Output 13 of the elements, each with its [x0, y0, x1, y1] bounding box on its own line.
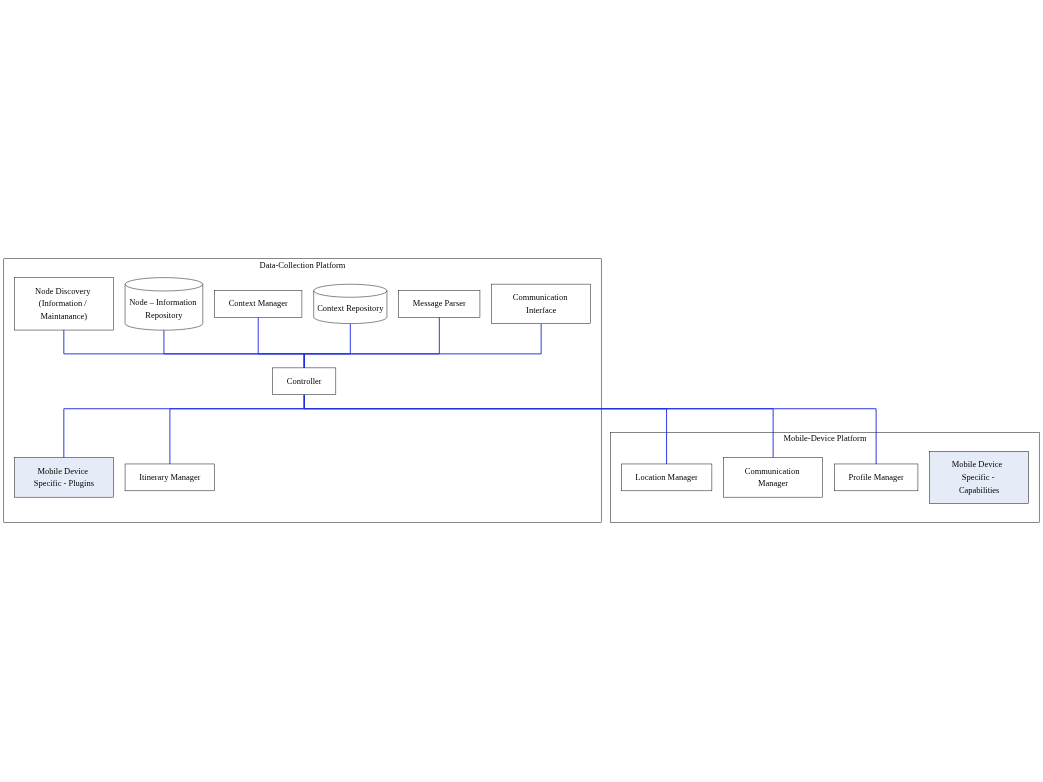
node-box: Profile Manager — [834, 464, 919, 492]
node-box: Node Discovery (Information / Maintanance) — [14, 277, 114, 331]
node-box: Itinerary Manager — [124, 464, 215, 492]
node-box: Mobile Device Specific - Capabilities — [929, 451, 1029, 505]
node-box: Message Parser — [398, 290, 481, 318]
node-box: Communication Manager — [723, 457, 823, 498]
node-box: Context Manager — [214, 290, 303, 318]
node-box: Location Manager — [621, 464, 713, 492]
node-box: Mobile Device Specific - Plugins — [14, 457, 114, 498]
node-box: Communication Interface — [491, 284, 591, 325]
connector — [303, 394, 877, 465]
connector — [303, 323, 542, 369]
node-box: Controller — [272, 368, 337, 396]
